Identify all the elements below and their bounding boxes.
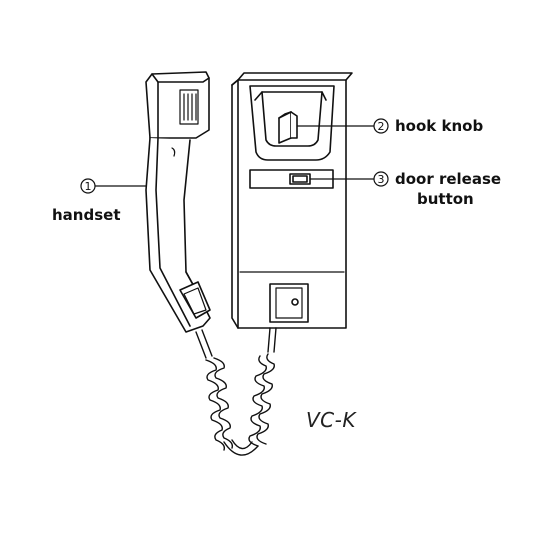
wall-unit <box>231 72 353 329</box>
callout-3-number: 3 <box>378 173 385 186</box>
cord-outlet <box>269 283 309 323</box>
model-name: VC-K <box>306 408 356 432</box>
door-release-label-line-2: button <box>417 190 474 208</box>
hook-knob-label: hook knob <box>395 117 484 135</box>
callout-2-number: 2 <box>378 120 385 133</box>
door-release-button[interactable] <box>289 173 311 185</box>
callout-2-marker: 2 <box>296 118 389 134</box>
callout-1-label: handset <box>52 206 121 224</box>
handset-label: handset <box>52 206 121 224</box>
callout-3-label: door release button <box>395 170 501 208</box>
coiled-cord <box>195 327 277 456</box>
hook-knob[interactable] <box>278 111 298 144</box>
door-release-label-line-1: door release <box>395 170 502 188</box>
speaker-grille <box>179 89 199 125</box>
button-panel <box>249 169 334 189</box>
handset[interactable] <box>145 71 211 333</box>
callout-1-number: 1 <box>85 180 92 193</box>
cradle-recess <box>249 85 335 161</box>
callout-1-marker: 1 <box>80 178 147 194</box>
callout-3-marker: 3 <box>309 171 389 187</box>
callout-2-label: hook knob <box>395 117 483 135</box>
wall-unit-body <box>237 79 347 329</box>
